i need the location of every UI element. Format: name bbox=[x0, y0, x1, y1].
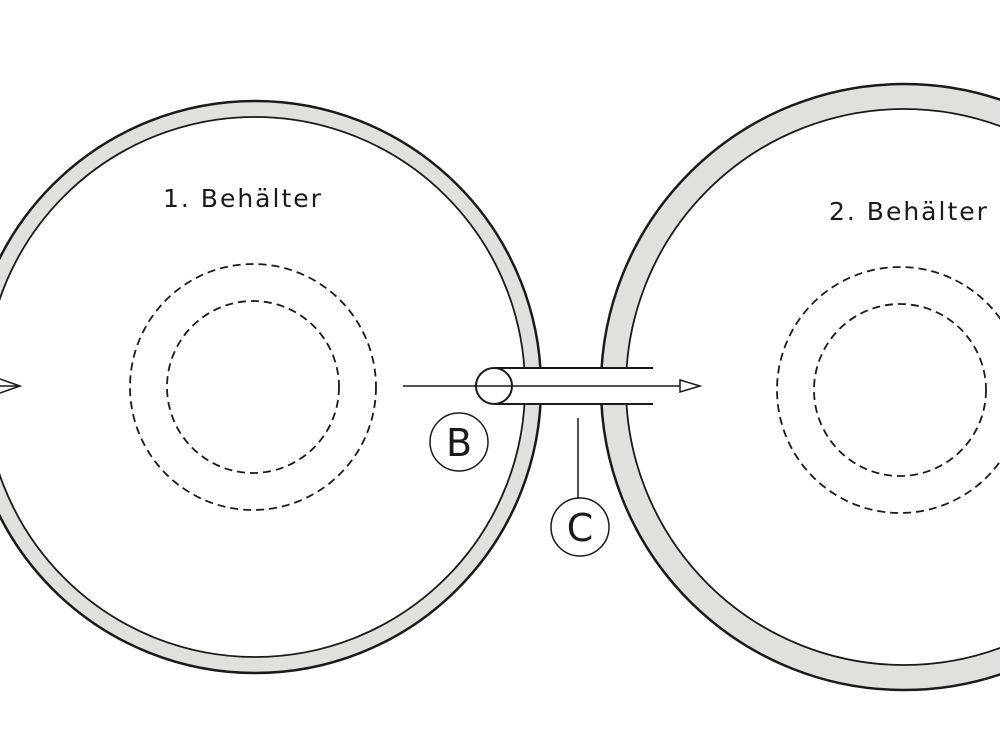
tank-1-outer-dashed-ring bbox=[129, 263, 377, 511]
callout-b-letter: B bbox=[446, 421, 472, 465]
tank-1-label: 1. Behälter bbox=[163, 184, 323, 213]
tank-2 bbox=[599, 82, 1000, 692]
tank-2-inner-dashed-ring bbox=[813, 303, 987, 477]
tank-2-outer-dashed-ring bbox=[776, 266, 1000, 514]
flow-arrowhead bbox=[679, 378, 703, 394]
tank-2-label: 2. Behälter bbox=[829, 197, 989, 226]
callout-c-letter: C bbox=[567, 506, 594, 550]
tank-1 bbox=[0, 99, 543, 675]
callout-c-circle bbox=[550, 497, 610, 557]
connecting-pipe bbox=[403, 367, 703, 405]
callout-b-circle bbox=[429, 412, 489, 472]
callout-b: B bbox=[429, 412, 489, 472]
callout-c: C bbox=[550, 418, 610, 557]
left-edge-arrow bbox=[0, 378, 23, 394]
tank-1-inner-dashed-ring bbox=[166, 300, 340, 474]
left-edge-arrowhead bbox=[0, 378, 23, 394]
